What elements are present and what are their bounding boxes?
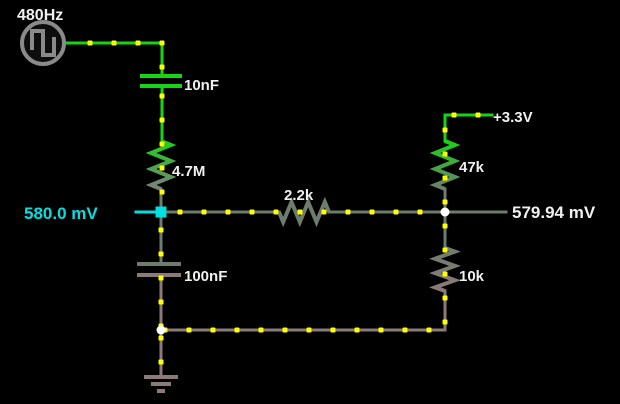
capacitor-100nF-plate-bottom: [137, 273, 181, 277]
voltage-source-square-wave[interactable]: [20, 20, 66, 66]
labels-layer: 480Hz 10nF 4.7M 580.0 mV 2.2k +3.3V 47k …: [17, 7, 596, 285]
probe-right-voltage: 579.94 mV: [512, 203, 596, 222]
node-post-right[interactable]: [440, 207, 450, 217]
square-wave-icon: [30, 29, 56, 57]
current-dot: [442, 247, 448, 253]
current-dot: [442, 319, 448, 325]
resistor-2.2k[interactable]: [277, 196, 331, 228]
current-dot: [475, 112, 481, 118]
current-dot: [225, 209, 231, 215]
current-dot: [393, 209, 399, 215]
components-layer: [20, 20, 461, 393]
capacitor-10nf-label: 10nF: [184, 77, 219, 94]
current-dot: [177, 209, 183, 215]
current-dots-layer: [87, 40, 481, 365]
current-dot: [158, 359, 164, 365]
current-dot: [321, 209, 327, 215]
wires-layer: [64, 41, 508, 377]
current-dot: [111, 40, 117, 46]
current-dot: [442, 295, 448, 301]
current-dot: [158, 227, 164, 233]
probe-left-voltage: 580.0 mV: [24, 204, 98, 223]
resistor-2.2k-label: 2.2k: [284, 187, 314, 204]
resistor-47k-label: 47k: [459, 159, 485, 176]
current-dot: [159, 165, 165, 171]
current-dot: [345, 209, 351, 215]
current-dot: [249, 209, 255, 215]
current-dot: [159, 141, 165, 147]
current-dot: [402, 327, 408, 333]
ground-symbol[interactable]: [144, 375, 178, 393]
current-dot: [159, 64, 165, 70]
capacitor-100nF-plate-top: [137, 262, 181, 266]
node-selected-post[interactable]: [155, 206, 167, 218]
wire-source-to-cap1[interactable]: [64, 41, 164, 76]
current-dot: [306, 327, 312, 333]
resistor-47k[interactable]: [429, 139, 461, 191]
current-dot: [158, 299, 164, 305]
current-dot: [158, 275, 164, 281]
node-post-bottom[interactable]: [156, 325, 166, 335]
current-dot: [159, 189, 165, 195]
current-dot: [417, 209, 423, 215]
current-dot: [442, 271, 448, 277]
current-dot: [159, 40, 165, 46]
current-dot: [451, 112, 457, 118]
capacitor-10nF[interactable]: [140, 74, 182, 88]
current-dot: [234, 327, 240, 333]
current-dot: [354, 327, 360, 333]
nodes-layer: [155, 206, 450, 335]
current-dot: [273, 209, 279, 215]
current-dot: [135, 40, 141, 46]
current-dot: [442, 127, 448, 133]
current-dot: [159, 93, 165, 99]
capacitor-10nF-plate-top: [140, 74, 182, 78]
source-frequency-label: 480Hz: [17, 7, 63, 24]
supply-3.3v-label: +3.3V: [493, 109, 533, 126]
current-dot: [297, 209, 303, 215]
current-dot: [442, 151, 448, 157]
wire-res4-to-junction[interactable]: [159, 289, 447, 332]
current-dot: [330, 327, 336, 333]
capacitor-100nF[interactable]: [137, 262, 181, 277]
resistor-10k-label: 10k: [459, 268, 485, 285]
current-dot: [426, 327, 432, 333]
wire-supply-rail[interactable]: [443, 113, 494, 143]
capacitor-10nF-plate-bottom: [140, 84, 182, 88]
current-dot: [378, 327, 384, 333]
current-dot: [442, 199, 448, 205]
current-dot: [442, 175, 448, 181]
current-dot: [87, 40, 93, 46]
capacitor-100nf-label: 100nF: [184, 268, 227, 285]
current-dot: [210, 327, 216, 333]
current-dot: [258, 327, 264, 333]
current-dot: [159, 117, 165, 123]
current-dot: [442, 223, 448, 229]
current-dot: [369, 209, 375, 215]
current-dot: [186, 327, 192, 333]
current-dot: [201, 209, 207, 215]
current-dot: [158, 251, 164, 257]
current-dot: [158, 335, 164, 341]
current-dot: [282, 327, 288, 333]
resistor-4.7M[interactable]: [145, 139, 177, 191]
resistor-10k[interactable]: [429, 246, 461, 293]
resistor-4.7m-label: 4.7M: [172, 163, 205, 180]
